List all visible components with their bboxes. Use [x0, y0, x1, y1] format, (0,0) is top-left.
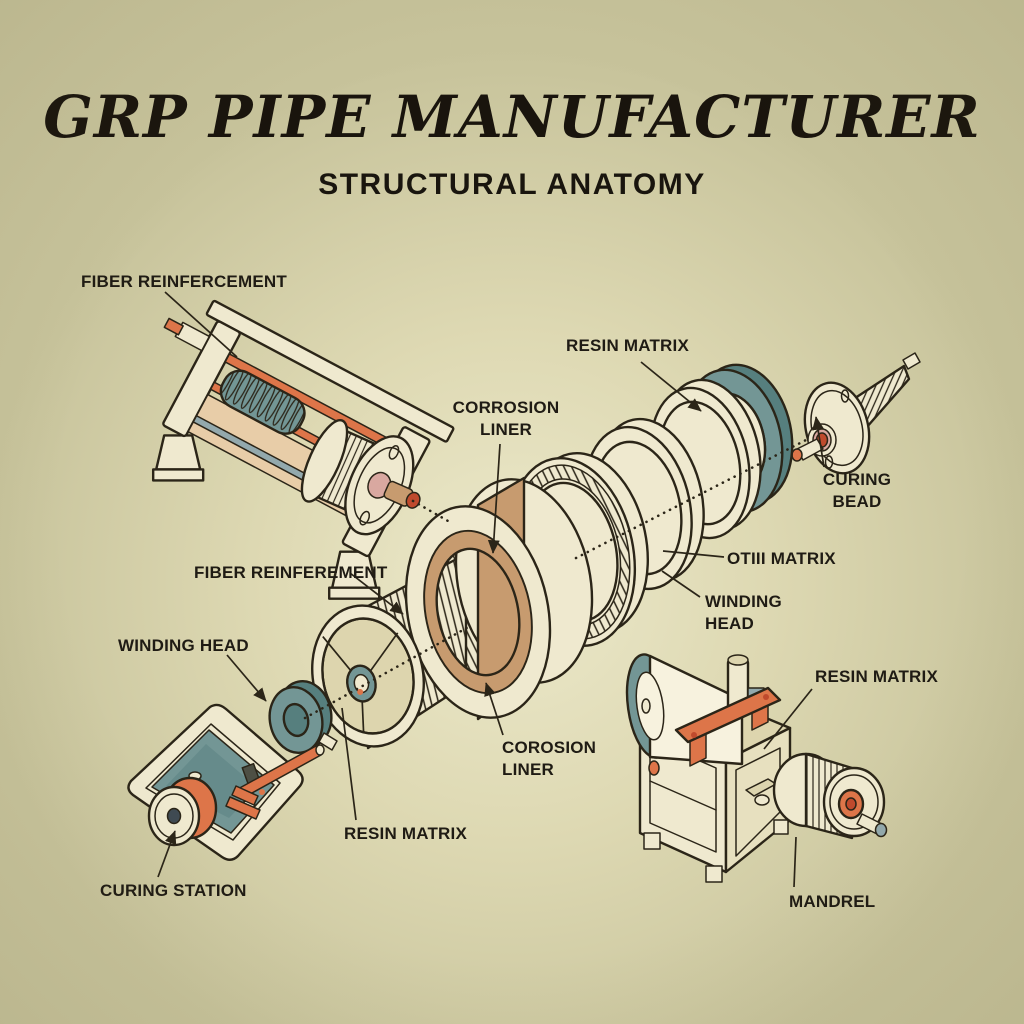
label-fiber-reinforcement-top: FIBER REINFERCEMENT	[81, 272, 287, 291]
curing-bead	[791, 352, 921, 475]
mandrel-machine	[625, 653, 888, 883]
mandrel-cylinder	[625, 653, 744, 766]
axis-dotted-spool	[411, 499, 450, 523]
page-title: GRP PIPE MANUFACTURER	[43, 83, 981, 151]
label-curing-station: CURING STATION	[100, 881, 247, 900]
machine-left-leg	[151, 434, 205, 482]
axis-dotted-left	[303, 623, 474, 720]
curing-station-tray	[127, 703, 325, 861]
leader-lines	[157, 291, 825, 888]
corrosion-liner-ring	[404, 476, 594, 721]
label-winding-head-left: WINDING HEAD	[118, 636, 249, 655]
label-mandrel: MANDREL	[789, 892, 876, 911]
label-resin-matrix-right: RESIN MATRIX	[815, 667, 938, 686]
fiber-spool	[300, 418, 421, 536]
machine-top-beam	[205, 299, 455, 443]
page-subtitle: STRUCTURAL ANATOMY	[318, 168, 706, 201]
tension-spring-coil	[219, 369, 306, 435]
label-resin-matrix-bottom: RESIN MATRIX	[344, 824, 467, 843]
label-curing-bead: CURING BEAD	[822, 470, 892, 512]
curing-wheel	[147, 776, 218, 847]
label-oti-matrix: OTIII MATRIX	[727, 549, 836, 568]
label-winding-head-right: WINDING HEAD	[705, 592, 782, 634]
fiber-winding-wheel	[311, 604, 425, 748]
mandrel-spool	[772, 752, 888, 840]
label-corrosion-liner-top: CORROSION LINER	[452, 398, 560, 440]
clamp-handle	[674, 686, 782, 767]
label-corosion-liner-bottom: COROSION LINER	[502, 738, 597, 780]
label-fiber-reinforcement-mid: FIBER REINFEREMENT	[194, 563, 388, 582]
winding-head-ring	[268, 680, 338, 754]
label-resin-matrix-top: RESIN MATRIX	[566, 336, 689, 355]
